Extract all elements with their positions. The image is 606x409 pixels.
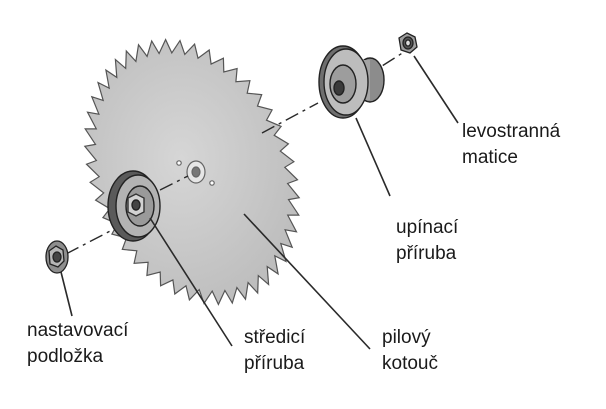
label-adjusting-washer: nastavovací podložka bbox=[27, 318, 128, 370]
label-saw-blade: pilový kotouč bbox=[382, 325, 438, 377]
clamping-flange-shape bbox=[318, 45, 385, 119]
label-saw-blade-line2: kotouč bbox=[382, 353, 438, 374]
label-clamping-flange-line1: upínací bbox=[396, 217, 459, 238]
label-adjusting-washer-line2: podložka bbox=[27, 346, 104, 367]
label-clamping-flange: upínací příruba bbox=[396, 215, 458, 267]
label-clamping-flange-line2: příruba bbox=[396, 243, 457, 264]
centering-flange-shape bbox=[107, 170, 161, 242]
adjusting-washer-shape bbox=[45, 240, 69, 274]
lock-nut-shape bbox=[398, 32, 418, 54]
label-centering-flange-line1: středicí bbox=[244, 327, 306, 348]
label-adjusting-washer-line1: nastavovací bbox=[27, 320, 129, 341]
label-saw-blade-line1: pilový bbox=[382, 327, 431, 348]
blade-center-details bbox=[176, 160, 215, 186]
label-lock-nut: levostranná matice bbox=[462, 119, 560, 171]
label-centering-flange: středicí příruba bbox=[244, 325, 305, 377]
label-lock-nut-line2: matice bbox=[462, 147, 518, 168]
label-centering-flange-line2: příruba bbox=[244, 353, 305, 374]
leader-lines bbox=[60, 55, 459, 350]
label-lock-nut-line1: levostranná bbox=[462, 121, 561, 142]
